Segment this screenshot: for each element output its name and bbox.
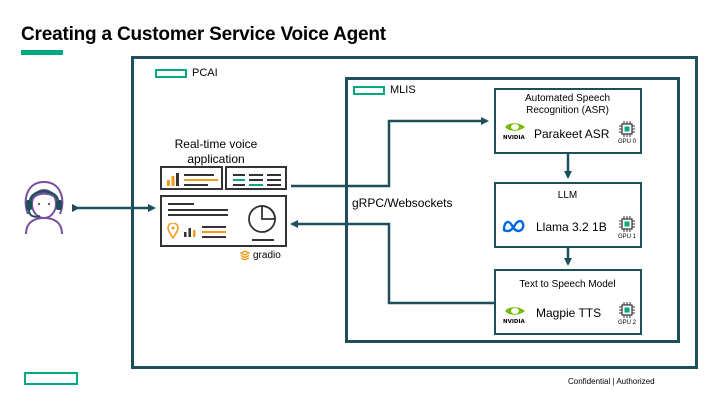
svg-text:NVIDIA: NVIDIA [503,135,526,141]
pie-chart-icon [248,205,276,233]
text-line [168,214,228,216]
gpu-chip-icon [619,302,635,318]
app-to-asr-arrow [291,117,489,188]
bar-chart-icon [167,173,179,186]
gpu-chip-icon [619,121,635,137]
text-line [184,179,218,181]
asr-model-name: Parakeet ASR [534,127,610,141]
headset-user-icon [24,180,64,235]
footer-text: Confidential | Authorized [568,377,655,386]
gradio-logo-icon [240,250,250,260]
text-line [168,203,194,205]
app-title: Real-time voice application [156,137,276,167]
app-panel-dashboard [160,195,287,247]
footer-accent-bar [24,372,78,385]
nvidia-logo-icon: NVIDIA [503,307,526,325]
mini-bar-chart-icon [184,228,196,237]
location-pin-icon [167,223,179,239]
llm-title-line1: LLM [557,190,578,201]
connection-label: gRPC/Websockets [352,196,453,210]
app-panel-bar-chart [160,166,223,190]
tts-title-line1: Text to Speech Model [519,279,616,290]
svg-text:NVIDIA: NVIDIA [503,319,526,325]
text-line [184,184,208,186]
page-title: Creating a Customer Service Voice Agent [21,24,386,45]
asr-model-box: Automated Speech Recognition (ASR) NVIDI… [494,88,642,154]
llm-model-box: LLM Llama 3.2 1B GPU 1 [494,182,642,248]
mlis-frame [345,77,680,343]
pcai-frame [131,56,698,369]
title-accent-bar [21,50,63,55]
text-line [202,231,226,233]
text-line [202,226,226,228]
gradio-label: gradio [253,250,281,261]
asr-title: Automated Speech Recognition (ASR) [496,93,639,117]
asr-title-line1: Automated Speech [524,93,611,104]
asr-title-line2: Recognition (ASR) [526,105,609,116]
gpu-chip-icon [619,216,635,232]
text-line [267,184,281,186]
text-line [249,179,263,181]
gpu-label: GPU 1 [617,234,636,240]
text-line [184,174,214,176]
gpu-label: GPU 2 [617,320,636,326]
tts-model-box: Text to Speech Model NVIDIA Magpie TTS G… [494,269,642,335]
app-title-line1: Real-time voice [174,137,258,151]
llm-model-name: Llama 3.2 1B [536,220,607,234]
text-line [249,174,263,176]
tts-to-app-arrow [290,220,494,305]
pcai-label: PCAI [192,67,218,79]
app-panel-table [225,166,287,190]
tts-model-name: Magpie TTS [536,306,602,320]
text-line [202,236,226,238]
llm-title: LLM [496,190,639,202]
gpu-label: GPU 0 [617,139,636,145]
nvidia-logo-icon: NVIDIA [503,123,526,141]
text-line [252,239,274,241]
mlis-label: MLIS [390,84,416,96]
mlis-tag-icon [353,86,385,95]
text-line [233,184,245,186]
text-line [267,174,281,176]
text-line [267,179,281,181]
text-line [233,179,245,181]
pcai-tag-icon [155,69,187,78]
tts-title: Text to Speech Model [496,279,639,291]
text-line [233,174,245,176]
text-line [168,209,228,211]
meta-logo-icon [502,219,525,233]
text-line [249,184,263,186]
app-title-line2: application [187,152,245,166]
